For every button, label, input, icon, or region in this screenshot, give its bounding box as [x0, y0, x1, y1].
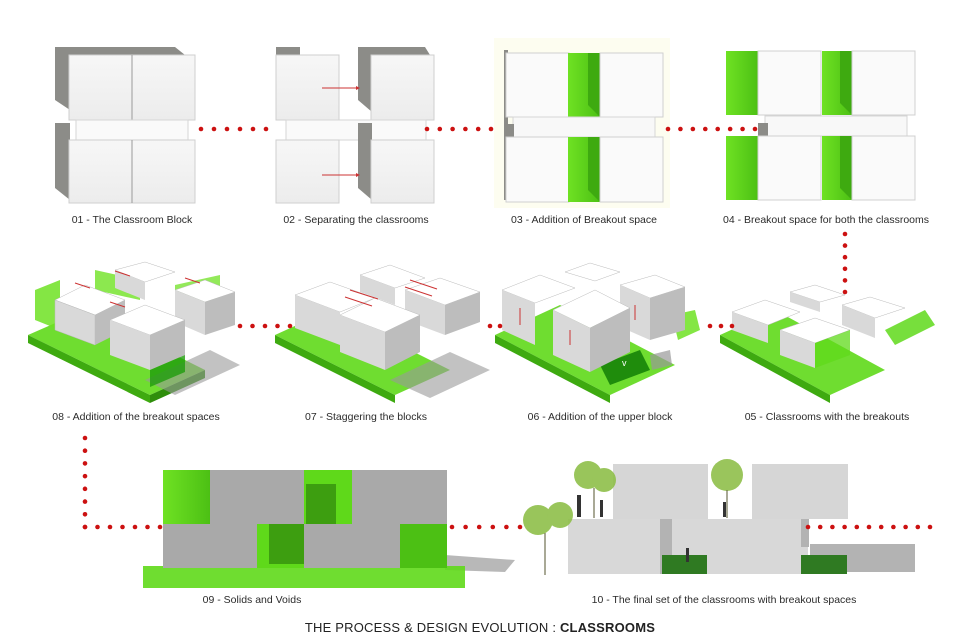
step-10-diagram [523, 459, 915, 575]
connector-dot [82, 486, 88, 492]
step-07-caption: 07 - Staggering the blocks [305, 411, 427, 423]
step-02-diagram [275, 47, 435, 204]
connector-dot [842, 278, 848, 283]
connector-dot [224, 126, 230, 132]
connector-dot [497, 323, 503, 329]
connector-dot [842, 524, 847, 530]
connector-dot [487, 323, 493, 329]
connector-dot [82, 461, 88, 466]
connector-dot [702, 126, 708, 132]
connector-dot [866, 524, 872, 530]
step-10-caption: 10 - The final set of the classrooms wit… [591, 594, 857, 606]
connector-dot [690, 126, 696, 132]
connector-dot [132, 524, 138, 530]
connector-dot [854, 524, 860, 530]
step-01-caption: 01 - The Classroom Block [71, 214, 193, 226]
connector-dot [287, 323, 293, 329]
step-02-caption: 02 - Separating the classrooms [283, 214, 429, 226]
step-05-diagram [720, 284, 935, 403]
connector-dot [237, 126, 243, 132]
connector-dot [437, 126, 443, 132]
connector-dot [842, 254, 848, 260]
step-06-diagram: v [495, 262, 700, 403]
connector-dot [82, 435, 88, 441]
connector-dot [665, 126, 671, 132]
connector-dot [82, 511, 88, 517]
tree-icons [523, 459, 743, 535]
connector-dot [250, 323, 255, 329]
step-08-caption: 08 - Addition of the breakout spaces [52, 411, 220, 423]
step-04-caption: 04 - Breakout space for both the classro… [722, 214, 930, 226]
step-05-caption: 05 - Classrooms with the breakouts [744, 411, 910, 423]
connector-dot [95, 524, 100, 530]
connector-dot [504, 524, 509, 530]
connector-dot [891, 524, 896, 530]
connector-dot [449, 524, 455, 530]
connector-dot [463, 126, 468, 132]
connector-dot [263, 126, 269, 132]
connector-dot [718, 323, 724, 329]
connector-dot [842, 231, 848, 237]
step-09-diagram [143, 470, 515, 588]
connector-dot [275, 323, 280, 329]
step-01-diagram [55, 47, 196, 204]
connector-dot [82, 499, 88, 504]
connector-dot [463, 524, 468, 530]
connector-dot [475, 126, 481, 132]
connector-dot [198, 126, 204, 132]
svg-text:v: v [622, 358, 627, 368]
connector-dot [424, 126, 430, 132]
step-07-diagram [275, 264, 490, 403]
connector-dot [476, 524, 482, 530]
connector-dot [727, 126, 733, 132]
connector-dot [842, 289, 848, 295]
connector-dot [752, 126, 758, 132]
step-03-caption: 03 - Addition of Breakout space [511, 214, 657, 226]
step-03-diagram [494, 38, 670, 208]
connector-dot [82, 473, 88, 479]
flow-connectors [82, 126, 933, 530]
page-title: THE PROCESS & DESIGN EVOLUTION : CLASSRO… [305, 620, 655, 635]
connector-dot [830, 524, 835, 530]
connector-dot [120, 524, 125, 530]
connector-dot [262, 323, 268, 329]
connector-dot [903, 524, 908, 530]
connector-dot [237, 323, 243, 329]
connector-dot [517, 524, 523, 530]
connector-dot [145, 524, 150, 530]
title-emphasis: CLASSROOMS [559, 620, 656, 635]
connector-dot [915, 524, 921, 530]
connector-dot [878, 524, 884, 530]
connector-dot [707, 323, 713, 329]
title-prefix: THE PROCESS & DESIGN EVOLUTION : [304, 620, 560, 635]
connector-dot [488, 126, 494, 132]
step-09-caption: 09 - Solids and Voids [202, 594, 302, 606]
connector-dot [157, 524, 163, 530]
connector-dot [82, 524, 88, 530]
connector-dot [250, 126, 256, 132]
step-08-diagram [28, 261, 240, 403]
connector-dot [740, 126, 745, 132]
people-icons [577, 495, 726, 562]
connector-dot [842, 243, 848, 248]
connector-dot [450, 126, 455, 132]
step-06-caption: 06 - Addition of the upper block [527, 411, 673, 423]
connector-dot [490, 524, 496, 530]
connector-dot [715, 126, 721, 132]
step-04-diagram [726, 50, 916, 201]
connector-dot [927, 524, 933, 530]
connector-dot [817, 524, 823, 530]
connector-dot [805, 524, 811, 530]
connector-dot [729, 323, 735, 329]
connector-dot [211, 126, 217, 132]
connector-dot [842, 266, 848, 272]
connector-dot [678, 126, 683, 132]
connector-dot [82, 448, 88, 454]
connector-dot [107, 524, 113, 530]
